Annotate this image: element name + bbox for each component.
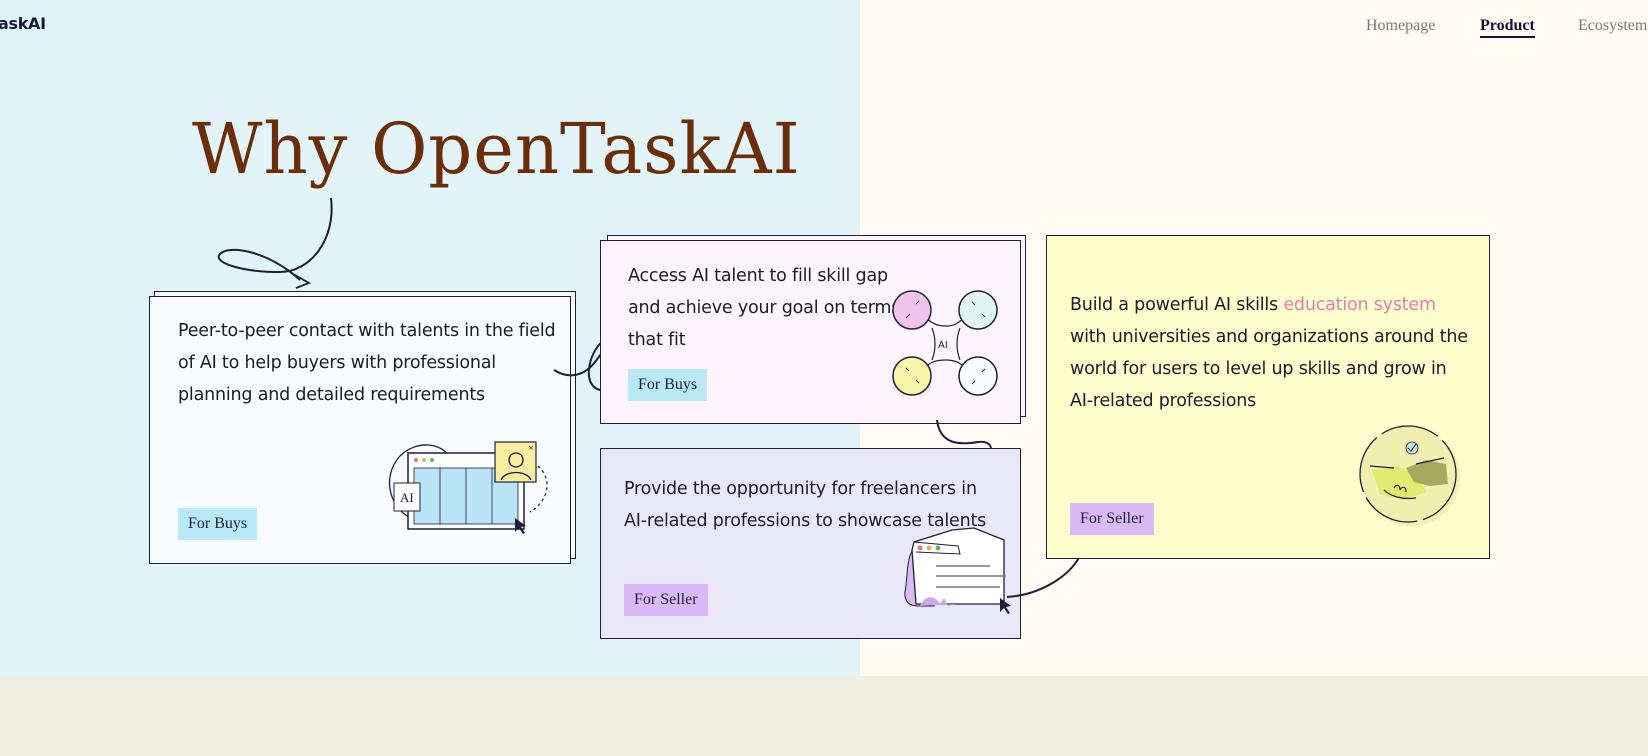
curved-arrow-icon <box>1006 544 1088 598</box>
tag-for-buys[interactable]: For Buys <box>178 508 258 540</box>
nav-product[interactable]: Product <box>1480 17 1535 38</box>
card-1-text: Peer-to-peer contact with talents in the… <box>178 321 556 405</box>
handshake-illustration-icon <box>1359 425 1460 526</box>
ai-browser-illustration-icon: AI × <box>388 441 548 534</box>
card-4-text-start: Build a powerful AI skills <box>1070 295 1284 315</box>
card-4-text: Build a powerful AI skills education sys… <box>1070 289 1470 417</box>
tag-for-seller[interactable]: For Seller <box>624 584 708 616</box>
nav-ecosystem[interactable]: Ecosystem <box>1578 17 1648 34</box>
ai-label: AI <box>400 490 414 505</box>
footer-band <box>0 676 1648 756</box>
ai-label: AI <box>938 340 948 351</box>
logo[interactable]: askAI <box>0 14 46 33</box>
card-2-text: Access AI talent to fill skill gap and a… <box>628 266 901 350</box>
tag-for-seller[interactable]: For Seller <box>1070 503 1154 535</box>
card-4-text-end: with universities and organizations arou… <box>1070 327 1468 411</box>
education-system-highlight: education system <box>1283 295 1436 315</box>
portfolio-browser-illustration-icon <box>904 527 1011 614</box>
card-3-text: Provide the opportunity for freelancers … <box>624 479 987 531</box>
page-title: Why OpenTaskAI <box>192 108 801 190</box>
tag-for-buys[interactable]: For Buys <box>628 369 708 401</box>
ai-network-illustration-icon: AI <box>892 290 998 396</box>
nav-homepage[interactable]: Homepage <box>1366 17 1436 34</box>
curly-arrow-icon <box>217 197 333 289</box>
svg-text:×: × <box>528 444 534 452</box>
